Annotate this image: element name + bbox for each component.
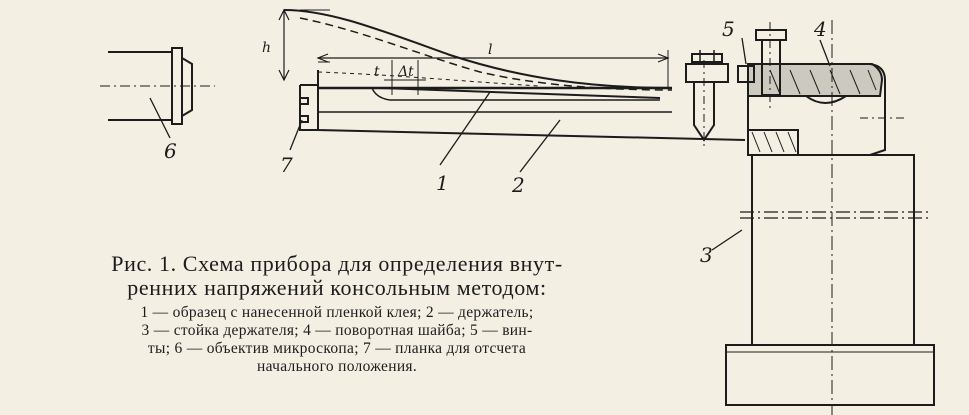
legend-line-4: начального положения. <box>256 358 418 375</box>
part-label-2: 2 <box>511 173 525 197</box>
figure-caption: Рис. 1. Схема прибора для определения вн… <box>12 252 662 376</box>
specimen <box>283 9 673 101</box>
part-label-3: 3 <box>700 243 713 267</box>
dimension-label-delta-t: Δt <box>397 64 414 80</box>
legend-line-3: ты; 6 — объектив микроскопа; 7 — планка … <box>147 340 527 357</box>
part-label-6: 6 <box>164 139 177 163</box>
dimension-label-t: t <box>374 64 380 80</box>
dimension-h <box>278 8 290 82</box>
dimension-label-h: h <box>262 40 271 56</box>
caption-title: Рис. 1. Схема прибора для определения вн… <box>12 252 662 300</box>
legend-line-1: 1 — образец с нанесенной пленкой клея; 2… <box>140 304 534 321</box>
leader-lines <box>149 37 831 251</box>
holder-bar <box>299 70 746 141</box>
caption-legend: 1 — образец с нанесенной пленкой клея; 2… <box>12 304 662 376</box>
rotary-washer <box>747 63 905 156</box>
caption-title-line-2: ренних напряжений консольным методом: <box>127 275 547 300</box>
dimension-label-l: l <box>488 42 492 58</box>
microscope-objective <box>100 47 215 125</box>
dimension-l <box>316 50 670 88</box>
part-label-1: 1 <box>436 171 449 195</box>
dimension-t <box>384 60 426 95</box>
holder-stand <box>725 20 935 415</box>
caption-title-line-1: Рис. 1. Схема прибора для определения вн… <box>111 251 563 276</box>
part-label-4: 4 <box>813 17 827 41</box>
legend-line-2: 3 — стойка держателя; 4 — поворотная шай… <box>141 322 533 339</box>
part-label-5: 5 <box>722 17 735 41</box>
part-label-7: 7 <box>280 153 293 177</box>
